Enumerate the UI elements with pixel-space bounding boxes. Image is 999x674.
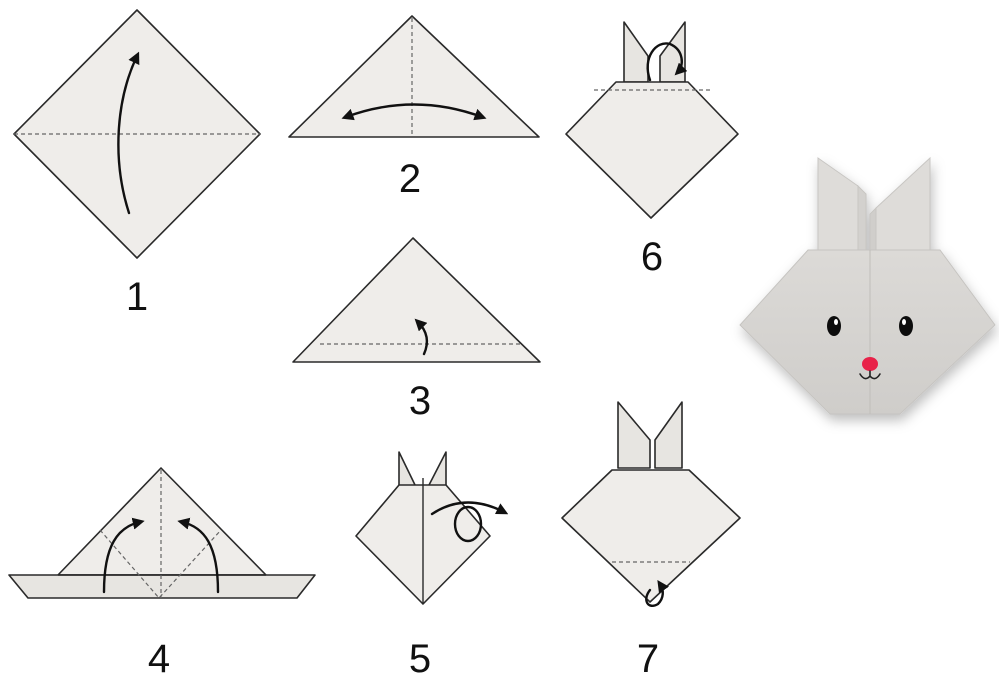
step-5-number: 5 [409, 637, 431, 674]
step-4-number: 4 [148, 637, 170, 674]
step-3-diagram: 3 [293, 238, 540, 423]
step-5-right-ear-tip [428, 452, 446, 487]
bunny-left-ear [818, 158, 858, 252]
finished-bunny [740, 158, 995, 414]
step-7-right-ear [655, 402, 682, 468]
step-4-diagram: 4 [9, 468, 315, 674]
step-7-number: 7 [637, 637, 659, 674]
step-2-paper-triangle [289, 16, 539, 137]
step-7-diagram: 7 [562, 402, 740, 674]
step-6-right-ear [660, 22, 685, 82]
step-4-paper-triangle [58, 468, 266, 575]
step-6-left-ear [624, 22, 648, 82]
step-7-left-ear [618, 402, 650, 468]
bunny-nose [862, 357, 878, 371]
bunny-right-ear-fold [870, 208, 876, 252]
step-1-number: 1 [126, 275, 148, 319]
step-5-diagram: 5 [356, 452, 504, 674]
step-3-number: 3 [409, 379, 431, 423]
step-6-paper-body [566, 82, 738, 218]
step-6-diagram: 6 [566, 22, 738, 279]
bunny-right-eye [899, 316, 913, 336]
bunny-left-eye [827, 316, 841, 336]
bunny-left-ear-fold [858, 186, 866, 252]
bunny-head [740, 250, 995, 414]
step-2-number: 2 [399, 157, 421, 201]
bunny-left-eye-highlight [834, 319, 838, 325]
step-6-number: 6 [641, 235, 663, 279]
bunny-right-eye-highlight [902, 319, 906, 325]
bunny-right-ear [876, 158, 930, 252]
step-1-diagram: 1 [14, 10, 260, 319]
step-2-diagram: 2 [289, 16, 539, 201]
step-5-left-ear-tip [399, 452, 416, 487]
step-7-paper-body [562, 470, 740, 602]
